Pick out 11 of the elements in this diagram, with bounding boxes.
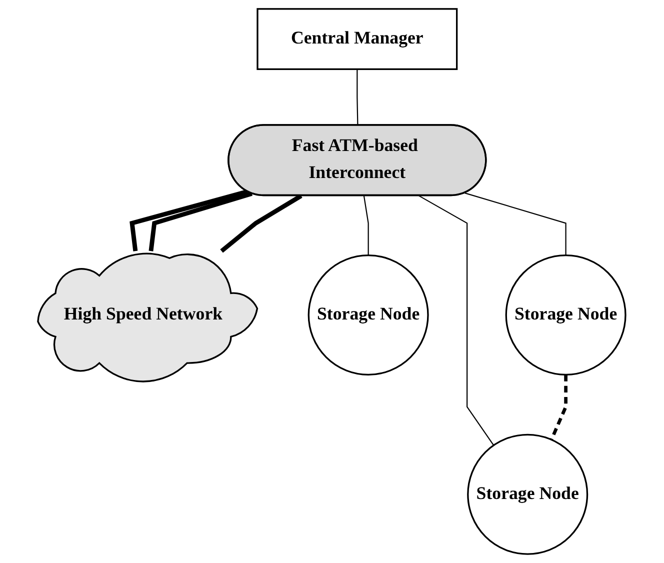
connector <box>149 191 253 252</box>
connector <box>356 69 359 126</box>
connector <box>130 189 248 252</box>
connector <box>364 196 370 256</box>
node-circle: Storage Node <box>506 254 627 376</box>
connector <box>465 192 567 256</box>
node-circle: Storage Node <box>467 434 588 555</box>
connector <box>419 195 494 446</box>
node-box: Central Manager <box>256 8 458 70</box>
connector <box>220 194 303 253</box>
node-circle: Storage Node <box>308 254 430 376</box>
